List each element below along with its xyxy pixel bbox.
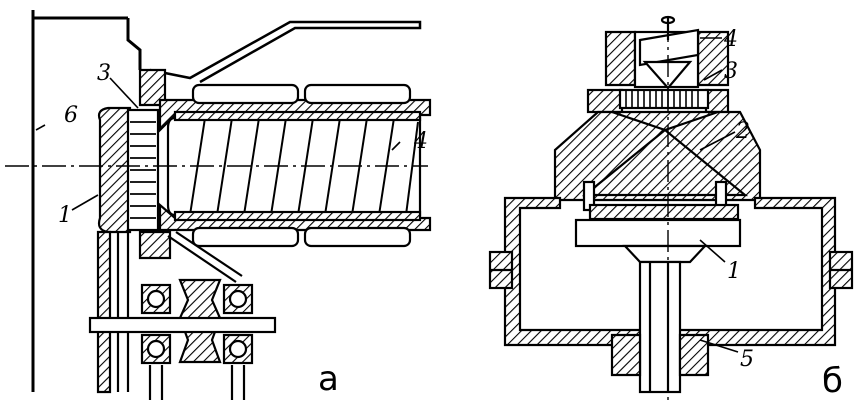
callout-a-3: 3	[97, 61, 111, 86]
callout-b-2: 2	[735, 119, 750, 144]
callout-b-1: 1	[727, 259, 741, 284]
panel-a-leaders	[35, 77, 401, 211]
callout-b-3: 3	[724, 59, 738, 84]
callout-b-5: 5	[740, 347, 754, 372]
panel-b-drawing	[488, 15, 854, 394]
panel-a-letter: а	[318, 359, 339, 399]
callout-b-4: 4	[723, 27, 738, 52]
panel-b-letter: б	[822, 361, 843, 401]
panel-b-leaders	[699, 37, 739, 353]
panel-a-drawing	[31, 10, 432, 400]
callout-a-6: 6	[64, 103, 78, 128]
callout-a-4: 4	[413, 129, 428, 154]
callout-a-1: 1	[58, 203, 72, 228]
